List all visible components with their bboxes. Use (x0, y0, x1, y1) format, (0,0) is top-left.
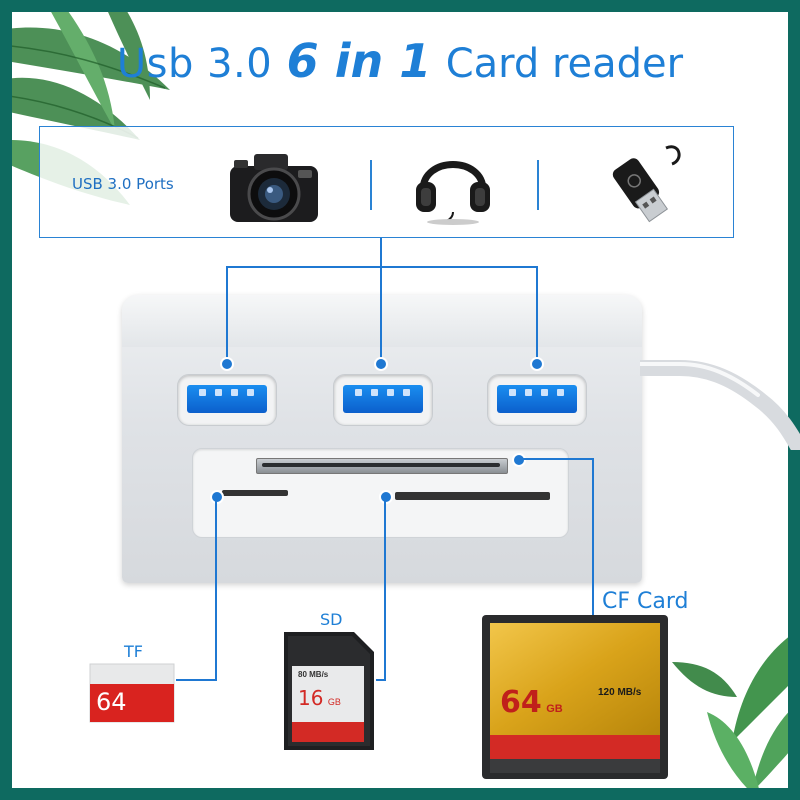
page-title: Usb 3.0 6 in 1 Card reader (0, 34, 800, 88)
usb-port-3 (487, 374, 587, 426)
connector-dot (530, 357, 544, 371)
tf-label: TF (124, 642, 143, 661)
connector-dot (210, 490, 224, 504)
hub-top (122, 295, 642, 347)
usb-ports-label: USB 3.0 Ports (72, 175, 174, 193)
connector-line (226, 266, 228, 362)
connector-line (380, 238, 382, 362)
connector-line (376, 679, 386, 681)
camera-icon (230, 154, 318, 222)
connector-line (522, 458, 594, 460)
connector-dot (220, 357, 234, 371)
tf-card: 64 (88, 662, 176, 724)
cf-unit: GB (546, 703, 563, 715)
title-part-2: 6 in 1 (286, 34, 432, 88)
sd-capacity-row: 16 GB (298, 686, 341, 710)
connector-dot (379, 490, 393, 504)
usb-port-2 (333, 374, 433, 426)
connector-line (384, 498, 386, 680)
connector-line (215, 498, 217, 680)
cf-speed: 120 MB/s (598, 687, 642, 698)
connector-line (536, 266, 538, 362)
cf-capacity-row: 64 GB (500, 685, 563, 720)
sd-capacity: 16 (298, 686, 324, 710)
connector-line (176, 679, 217, 681)
sd-slot (395, 492, 550, 500)
cf-capacity: 64 (500, 685, 542, 720)
usb-port-1 (177, 374, 277, 426)
cf-card: 64 GB 120 MB/s (480, 613, 670, 781)
sd-speed: 80 MB/s (298, 670, 329, 679)
sd-label: SD (320, 610, 343, 629)
divider-1 (370, 160, 372, 210)
connector-line (226, 266, 537, 268)
cf-slot-opening (262, 463, 500, 467)
cf-label: CF Card (602, 589, 689, 614)
sd-unit: GB (327, 697, 341, 707)
title-part-1: Usb 3.0 (116, 41, 273, 87)
title-part-3: Card reader (445, 41, 684, 87)
tf-capacity: 64 (96, 688, 127, 716)
leaf-bottom-right-icon (672, 637, 788, 788)
connector-dot (374, 357, 388, 371)
connector-dot (512, 453, 526, 467)
usb-stick-icon (612, 145, 681, 223)
sd-card: 80 MB/s 16 GB (282, 630, 376, 752)
tf-slot (222, 490, 288, 496)
headphones-icon (416, 161, 490, 225)
usb-cable (640, 360, 800, 450)
divider-2 (537, 160, 539, 210)
connector-line (592, 458, 594, 616)
